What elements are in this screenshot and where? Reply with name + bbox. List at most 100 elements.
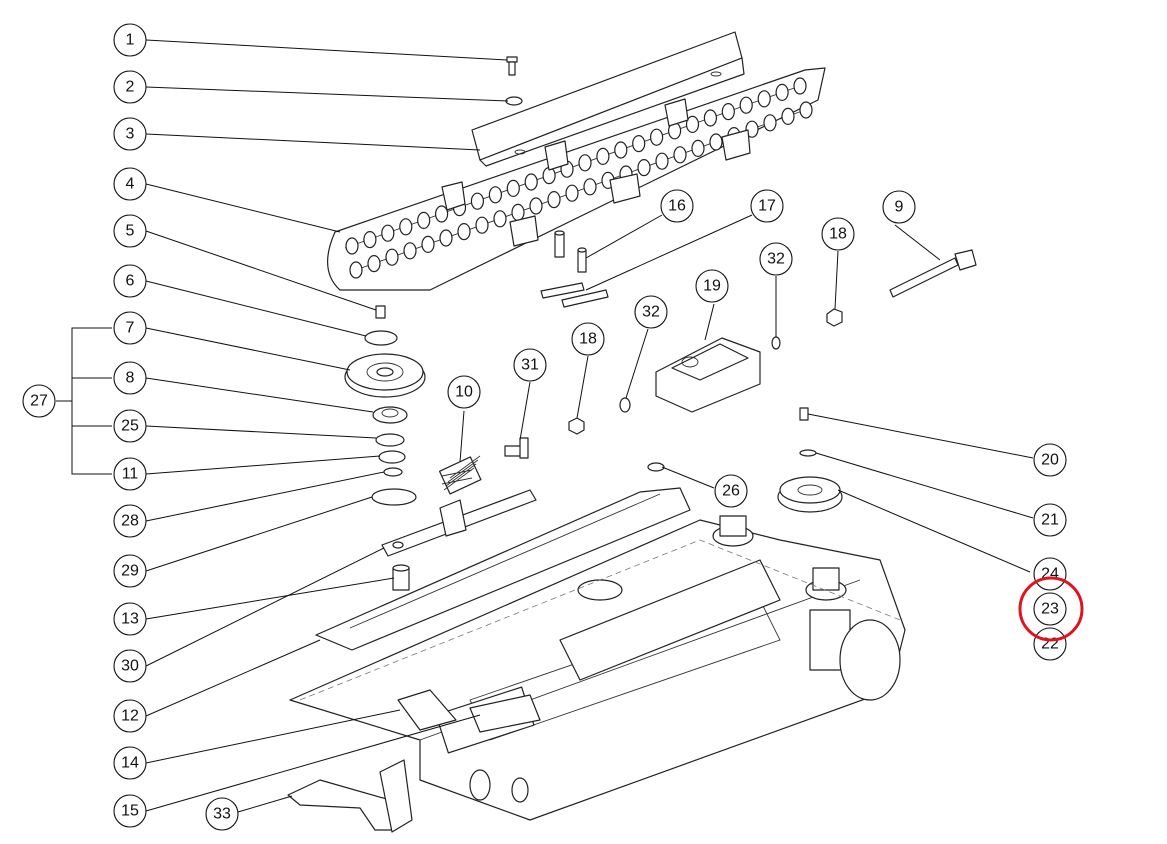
- callout-29: 29: [113, 554, 147, 588]
- chain-roller-lower: [493, 210, 507, 228]
- chain-roller-lower: [673, 146, 687, 164]
- part-31-stud: [504, 437, 529, 459]
- chain-roller-lower: [655, 152, 669, 170]
- callout-4: 4: [113, 167, 147, 201]
- callout-28: 28: [113, 504, 147, 538]
- part-7-sprocket: [344, 353, 426, 398]
- part-32-washer-right: [771, 336, 781, 350]
- chain-roller-lower: [403, 242, 417, 260]
- svg-text:11: 11: [122, 466, 139, 483]
- svg-text:17: 17: [758, 198, 776, 215]
- callout-3: 3: [113, 117, 147, 151]
- chain-roller-upper: [757, 90, 771, 108]
- callout-25: 25: [113, 409, 147, 443]
- callout-19: 19: [695, 269, 729, 303]
- chain-roller-upper: [739, 96, 753, 114]
- svg-text:32: 32: [767, 251, 785, 268]
- chain-roller-lower: [439, 229, 453, 247]
- part-12-insert: [392, 564, 410, 591]
- svg-text:30: 30: [121, 658, 139, 675]
- callout-10: 10: [447, 375, 481, 409]
- chain-roller-upper: [345, 237, 359, 255]
- chain-roller-upper: [417, 211, 431, 229]
- chain-roller-lower: [457, 223, 471, 241]
- chain-roller-lower: [709, 133, 723, 151]
- chain-roller-lower: [781, 107, 795, 126]
- chain-roller-upper: [614, 141, 628, 159]
- callout-16: 16: [660, 189, 694, 223]
- svg-text:15: 15: [121, 803, 139, 820]
- svg-text:4: 4: [126, 176, 135, 193]
- chain-roller-upper: [685, 115, 700, 134]
- part-5-screw: [375, 305, 386, 319]
- chain-roller-lower: [745, 120, 759, 138]
- part-13-tension-bracket: [381, 489, 537, 557]
- part-29-washer: [371, 488, 417, 506]
- chain-roller-upper: [793, 77, 807, 95]
- svg-text:29: 29: [121, 563, 139, 580]
- chain-roller-lower: [511, 203, 525, 221]
- svg-text:9: 9: [895, 199, 904, 216]
- svg-text:28: 28: [121, 513, 139, 530]
- part-2-washer: [505, 96, 523, 106]
- callout-21: 21: [1033, 503, 1067, 537]
- svg-text:18: 18: [829, 226, 847, 243]
- part-15-plate: [469, 694, 541, 733]
- chain-roller-upper: [649, 128, 664, 146]
- part-1-screw: [506, 56, 518, 76]
- chain-roller-lower: [799, 101, 813, 119]
- part-25-ring: [375, 433, 405, 447]
- callout-8: 8: [113, 361, 147, 395]
- part-26-washer: [647, 462, 665, 472]
- svg-text:13: 13: [121, 611, 139, 628]
- svg-text:27: 27: [30, 393, 48, 410]
- chain-roller-upper: [506, 179, 520, 197]
- callout-31: 31: [513, 348, 547, 382]
- chain-roller-upper: [399, 218, 413, 236]
- callout-2: 2: [113, 70, 147, 104]
- callout-13: 13: [113, 602, 147, 636]
- part-16-pins: [554, 230, 587, 273]
- part-11-circlip: [378, 450, 406, 464]
- chain-roller-lower: [385, 248, 399, 266]
- chain-roller-upper: [703, 109, 718, 127]
- chain-roller-upper: [721, 102, 735, 121]
- svg-text:3: 3: [126, 126, 135, 143]
- chain-roller-upper: [488, 186, 502, 204]
- callout-5: 5: [113, 214, 147, 248]
- chain-roller-lower: [475, 216, 489, 234]
- chain-roller-lower: [583, 178, 597, 196]
- callout-7: 7: [113, 311, 147, 345]
- part-4-chain: [326, 67, 826, 291]
- callout-15: 15: [113, 794, 147, 828]
- part-30-plate: [315, 487, 691, 651]
- callout-9: 9: [882, 190, 916, 224]
- chain-roller-upper: [363, 231, 377, 249]
- part-8-bearing: [372, 406, 408, 424]
- chain-roller-upper: [381, 224, 395, 242]
- part-28-ring: [383, 467, 403, 477]
- callout-24: 24: [1033, 557, 1067, 591]
- chain-roller-lower: [763, 114, 777, 132]
- svg-text:2: 2: [126, 79, 135, 96]
- chain-roller-lower: [637, 159, 651, 177]
- svg-text:8: 8: [126, 370, 135, 387]
- part-24-sprocket: [777, 476, 843, 513]
- svg-text:18: 18: [579, 331, 597, 348]
- chain-roller-lower: [421, 235, 435, 253]
- svg-text:32: 32: [642, 304, 660, 321]
- part-32-washer-left: [619, 397, 631, 413]
- callout-6: 6: [113, 264, 147, 298]
- callout-27: 27: [22, 384, 56, 418]
- svg-text:21: 21: [1041, 512, 1059, 529]
- chain-roller-upper: [632, 135, 646, 153]
- part-18-nut-left: [568, 417, 585, 435]
- callout-22: 22: [1033, 627, 1067, 661]
- callout-26: 26: [714, 474, 748, 508]
- part-9-bolt: [889, 249, 977, 298]
- part-21-washer: [799, 449, 817, 457]
- callout-18-left: 18: [571, 322, 605, 356]
- svg-text:5: 5: [126, 223, 135, 240]
- leader-lines: [56, 39, 1034, 813]
- chain-roller-lower: [547, 191, 561, 209]
